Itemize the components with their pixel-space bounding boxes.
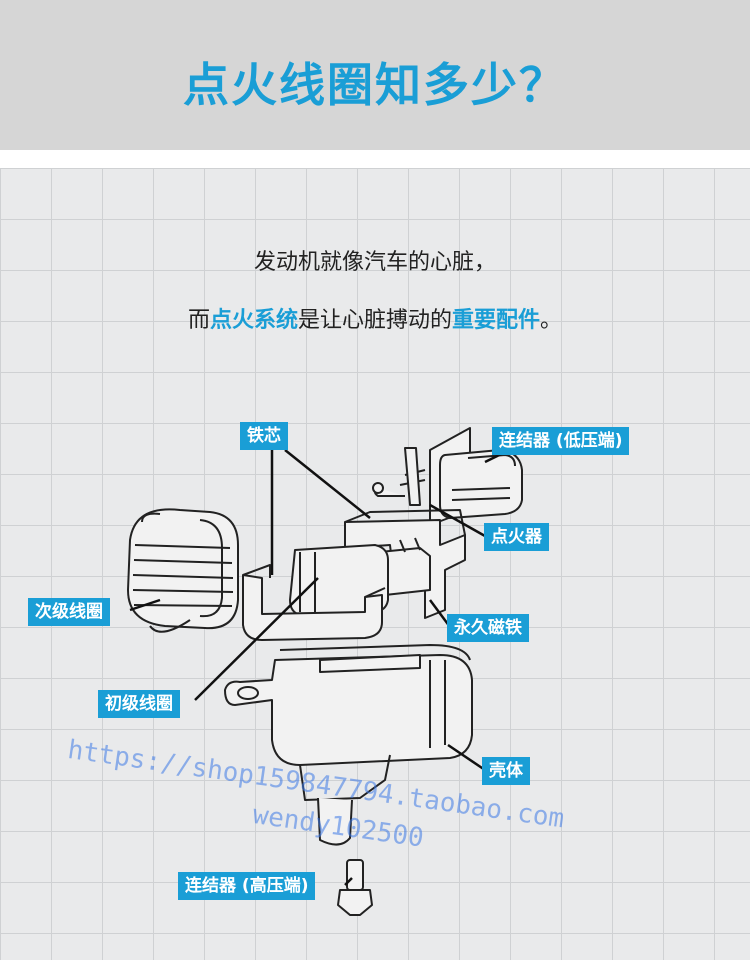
page-title: 点火线圈知多少？: [183, 58, 567, 112]
label-permanent-magnet: 永久磁铁: [447, 614, 529, 642]
label-igniter: 点火器: [484, 523, 549, 551]
label-connector-low-voltage: 连结器 (低压端): [492, 427, 630, 455]
intro-text-mid: 是让心脏搏动的: [297, 308, 452, 333]
connector-low-voltage-part: [372, 427, 523, 526]
header-banner: 点火线圈知多少？: [0, 0, 750, 150]
intro-text-1: 发动机就像汽车的心脏，: [253, 250, 496, 275]
highlight-ignition-system: 点火系统: [209, 308, 298, 333]
intro-line-2: 而点火系统是让心脏搏动的重要配件。: [0, 302, 750, 334]
label-iron-core: 铁芯: [240, 422, 288, 450]
iron-core-front-part: [242, 564, 386, 641]
label-housing: 壳体: [482, 757, 530, 785]
label-connector-high-voltage: 连结器 (高压端): [178, 872, 316, 900]
connector-high-voltage-part: [337, 859, 373, 916]
header-divider: [0, 150, 750, 168]
leader-lines: [129, 438, 531, 886]
label-secondary-coil: 次级线圈: [28, 598, 110, 626]
label-primary-coil: 初级线圈: [98, 690, 180, 718]
housing-part: [224, 644, 473, 846]
intro-text-suffix: 。: [540, 308, 563, 333]
grid-background: [0, 168, 750, 960]
intro-line-1: 发动机就像汽车的心脏，: [0, 244, 750, 276]
secondary-coil-part: [127, 508, 239, 633]
intro-text-prefix: 而: [187, 308, 210, 333]
highlight-key-part: 重要配件: [452, 308, 541, 333]
